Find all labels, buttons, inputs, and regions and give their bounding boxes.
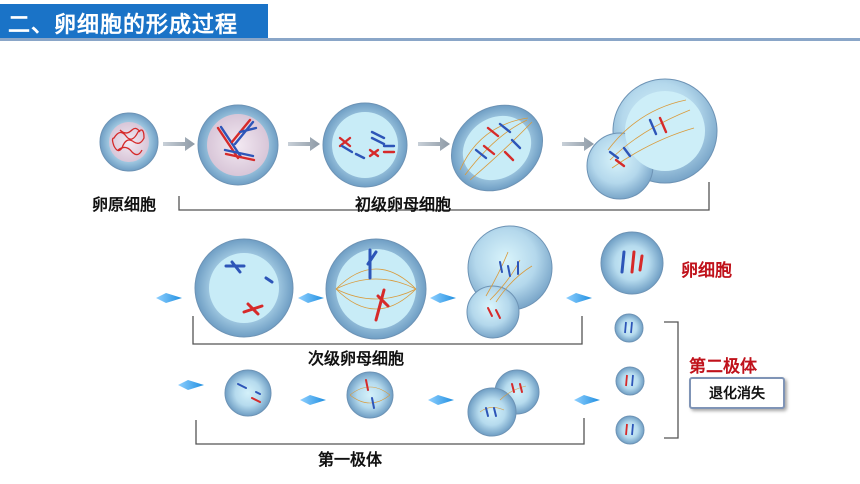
label-secondary-oocyte: 次级卵母细胞 xyxy=(308,349,405,368)
egg-cell xyxy=(600,231,664,295)
arrow-1 xyxy=(163,137,195,151)
first-polar-body-cell-1 xyxy=(224,369,272,417)
second-polar-body-cell-3 xyxy=(615,415,645,445)
secondary-oocyte-cell-1 xyxy=(194,238,294,338)
primary-oocyte-cell-3 xyxy=(450,104,544,192)
arrow-4 xyxy=(562,137,594,151)
arrow-7 xyxy=(430,293,456,303)
label-second-polar-body: 第二极体 xyxy=(689,357,757,377)
second-polar-body-cell-2 xyxy=(615,366,645,396)
title-bar: 二、卵细胞的形成过程 xyxy=(0,4,860,41)
arrow-8 xyxy=(566,293,592,303)
label-oogonium: 卵原细胞 xyxy=(92,195,157,214)
arrow-2 xyxy=(288,137,320,151)
label-degenerate: 退化消失 xyxy=(709,386,765,402)
label-egg-cell: 卵细胞 xyxy=(681,261,732,281)
primary-oocyte-cell-4 xyxy=(586,78,718,200)
arrow-12 xyxy=(574,395,600,405)
first-polar-body-cell-3 xyxy=(467,369,540,437)
label-primary-oocyte: 初级卵母细胞 xyxy=(355,195,452,214)
bracket-secondary-oocyte xyxy=(192,316,583,345)
page-title: 二、卵细胞的形成过程 xyxy=(8,13,239,38)
primary-oocyte-cell-1 xyxy=(197,104,279,186)
arrow-3 xyxy=(418,137,450,151)
label-first-polar-body: 第一极体 xyxy=(318,450,383,469)
bracket-primary-oocyte xyxy=(178,182,710,211)
second-polar-body-cell-1 xyxy=(614,313,644,343)
arrow-10 xyxy=(300,395,326,405)
oogonium-cell xyxy=(99,112,159,172)
title-tab: 二、卵细胞的形成过程 xyxy=(0,4,268,38)
secondary-oocyte-cell-2 xyxy=(325,238,427,340)
arrow-9 xyxy=(178,380,204,390)
primary-oocyte-cell-2 xyxy=(322,102,408,188)
bracket-second-polar-body xyxy=(664,321,679,439)
arrow-11 xyxy=(428,395,454,405)
arrow-6 xyxy=(298,293,324,303)
bracket-first-polar-body xyxy=(195,418,585,445)
first-polar-body-cell-2 xyxy=(346,371,394,419)
secondary-oocyte-cell-3 xyxy=(466,225,553,339)
degenerate-box: 退化消失 xyxy=(689,377,785,409)
arrow-5 xyxy=(156,293,182,303)
